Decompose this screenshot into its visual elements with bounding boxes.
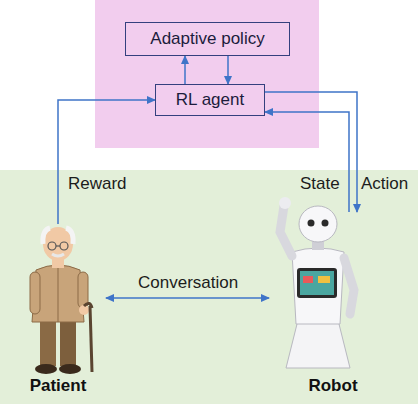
connector-arrow: [227, 56, 229, 84]
edge-label: Action: [361, 174, 408, 194]
policy-box: Adaptive policy: [125, 22, 290, 56]
node-text: Adaptive policy: [150, 29, 264, 49]
connector-arrow: [265, 112, 349, 212]
robot-illustration: [279, 197, 354, 368]
edge-label: Reward: [68, 174, 127, 194]
agent-box: RL agent: [155, 84, 265, 116]
robot-figure: Robot: [283, 212, 383, 400]
node-text: RL agent: [176, 90, 244, 110]
patient-illustration: [30, 227, 92, 374]
patient-figure: Patient: [10, 222, 106, 400]
node-text: Patient: [30, 376, 87, 396]
connector-arrow: [106, 297, 269, 299]
node-text: Robot: [308, 376, 357, 396]
connector-arrow: [265, 92, 357, 212]
edge-label: State: [300, 174, 340, 194]
connector-arrow: [58, 100, 155, 224]
connector-arrow: [184, 56, 186, 84]
edge-label: Conversation: [138, 273, 238, 293]
